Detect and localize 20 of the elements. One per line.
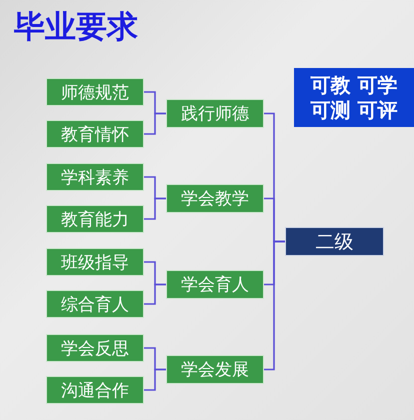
- item-box: 学科素养: [46, 163, 144, 191]
- item-box: 教育情怀: [46, 120, 144, 148]
- category-box: 践行师德: [166, 99, 264, 128]
- item-box: 沟通合作: [46, 376, 144, 404]
- category-box: 学会教学: [166, 184, 264, 213]
- bracket-connector: [144, 284, 166, 305]
- level-box: 二级: [285, 227, 384, 256]
- note-box: 可教 可学 可测 可评: [294, 68, 414, 127]
- bracket-connector: [264, 240, 285, 370]
- bracket-connector: [144, 112, 166, 135]
- item-box: 教育能力: [46, 205, 144, 233]
- item-box: 师德规范: [46, 78, 144, 106]
- item-box: 学会反思: [46, 334, 144, 362]
- item-box: 班级指导: [46, 248, 144, 276]
- bracket-connector: [144, 368, 166, 391]
- bracket-connector: [144, 198, 166, 220]
- category-box: 学会发展: [166, 355, 264, 384]
- title: 毕业要求: [14, 8, 138, 47]
- item-box: 综合育人: [46, 290, 144, 318]
- category-box: 学会育人: [166, 270, 264, 299]
